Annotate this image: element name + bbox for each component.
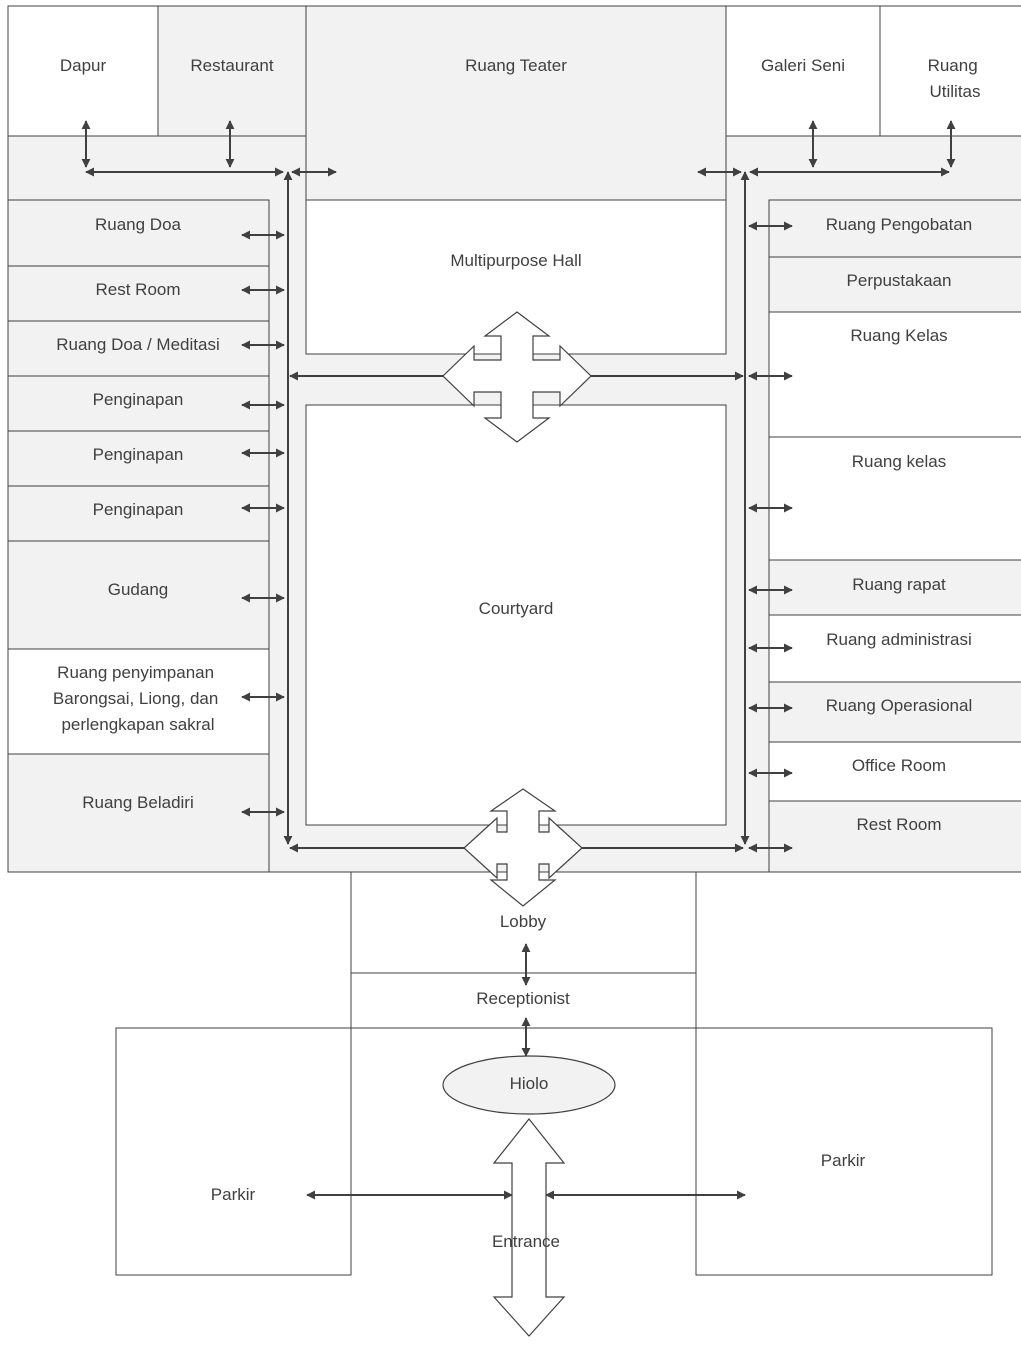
room-penginapan-1 xyxy=(7,375,270,432)
cross-arrow-upper xyxy=(442,311,592,443)
room-dapur xyxy=(7,5,159,137)
label-left-room-5: Penginapan xyxy=(93,445,184,464)
label-multipurpose-hall: Multipurpose Hall xyxy=(450,251,581,270)
label-left-room-6: Penginapan xyxy=(93,500,184,519)
label-parkir-right: Parkir xyxy=(821,1151,866,1170)
room-ruang-beladiri xyxy=(7,753,270,873)
label-parkir-left: Parkir xyxy=(211,1185,256,1204)
label-ruang-utilitas-line-1: Ruang xyxy=(928,56,978,75)
room-ruang-teater xyxy=(305,5,727,201)
room-courtyard xyxy=(305,404,727,826)
label-right-room-5: Ruang rapat xyxy=(852,575,946,594)
label-ruang-utilitas-line-2: Utilitas xyxy=(929,82,980,101)
label-left-room-3: Ruang Doa / Meditasi xyxy=(56,335,219,354)
room-perpustakaan xyxy=(768,256,1021,313)
label-left-room-4: Penginapan xyxy=(93,390,184,409)
room-ruang-kelas-2 xyxy=(768,436,1021,561)
room-ruang-pengobatan xyxy=(768,199,1021,258)
label-restaurant: Restaurant xyxy=(190,56,273,75)
right-room-column xyxy=(768,199,1021,873)
label-right-room-8: Office Room xyxy=(852,756,946,775)
room-ruang-administrasi xyxy=(768,614,1021,683)
hiolo-ellipse xyxy=(442,1055,616,1115)
label-left-room-8-line-1: Ruang penyimpanan xyxy=(57,663,214,682)
label-right-room-7: Ruang Operasional xyxy=(826,696,972,715)
label-right-room-2: Perpustakaan xyxy=(847,271,952,290)
label-left-room-7: Gudang xyxy=(108,580,169,599)
label-left-room-9: Ruang Beladiri xyxy=(82,793,194,812)
room-ruang-rapat xyxy=(768,559,1021,616)
label-courtyard: Courtyard xyxy=(479,599,554,618)
label-entrance: Entrance xyxy=(492,1232,560,1251)
label-receptionist: Receptionist xyxy=(476,989,570,1008)
label-left-room-1: Ruang Doa xyxy=(95,215,182,234)
room-labels: Dapur Restaurant Ruang Teater Galeri Sen… xyxy=(53,56,983,1251)
cross-arrow-lower xyxy=(463,788,583,907)
label-left-room-8: Ruang penyimpanan Barongsai, Liong, dan … xyxy=(53,663,223,734)
room-ruang-utilitas xyxy=(879,5,1021,137)
left-room-column xyxy=(7,199,270,873)
label-left-room-8-line-2: Barongsai, Liong, dan xyxy=(53,689,218,708)
label-right-room-9: Rest Room xyxy=(856,815,941,834)
label-hiolo: Hiolo xyxy=(510,1074,549,1093)
label-left-room-2: Rest Room xyxy=(95,280,180,299)
label-right-room-4: Ruang kelas xyxy=(852,452,947,471)
label-lobby: Lobby xyxy=(500,912,547,931)
room-restaurant xyxy=(157,5,307,137)
label-galeri-seni: Galeri Seni xyxy=(761,56,845,75)
parkir-right-cover xyxy=(697,1029,991,1274)
label-ruang-utilitas: Ruang Utilitas xyxy=(928,56,983,101)
room-rest-room-right xyxy=(768,800,1021,873)
room-ruang-kelas-1 xyxy=(768,311,1021,438)
label-left-room-8-line-3: perlengkapan sakral xyxy=(61,715,214,734)
entrance-double-arrow xyxy=(492,1118,566,1337)
room-galeri-seni xyxy=(725,5,881,137)
room-ruang-doa-meditasi xyxy=(7,320,270,377)
parkir-left-cover xyxy=(117,1029,350,1274)
label-dapur: Dapur xyxy=(60,56,107,75)
label-right-room-1: Ruang Pengobatan xyxy=(826,215,973,234)
label-right-room-3: Ruang Kelas xyxy=(850,326,947,345)
circulation-arrows xyxy=(81,120,956,1200)
room-ruang-penyimpanan xyxy=(7,648,270,755)
label-right-room-6: Ruang administrasi xyxy=(826,630,972,649)
room-penginapan-2 xyxy=(7,430,270,487)
label-ruang-teater: Ruang Teater xyxy=(465,56,567,75)
